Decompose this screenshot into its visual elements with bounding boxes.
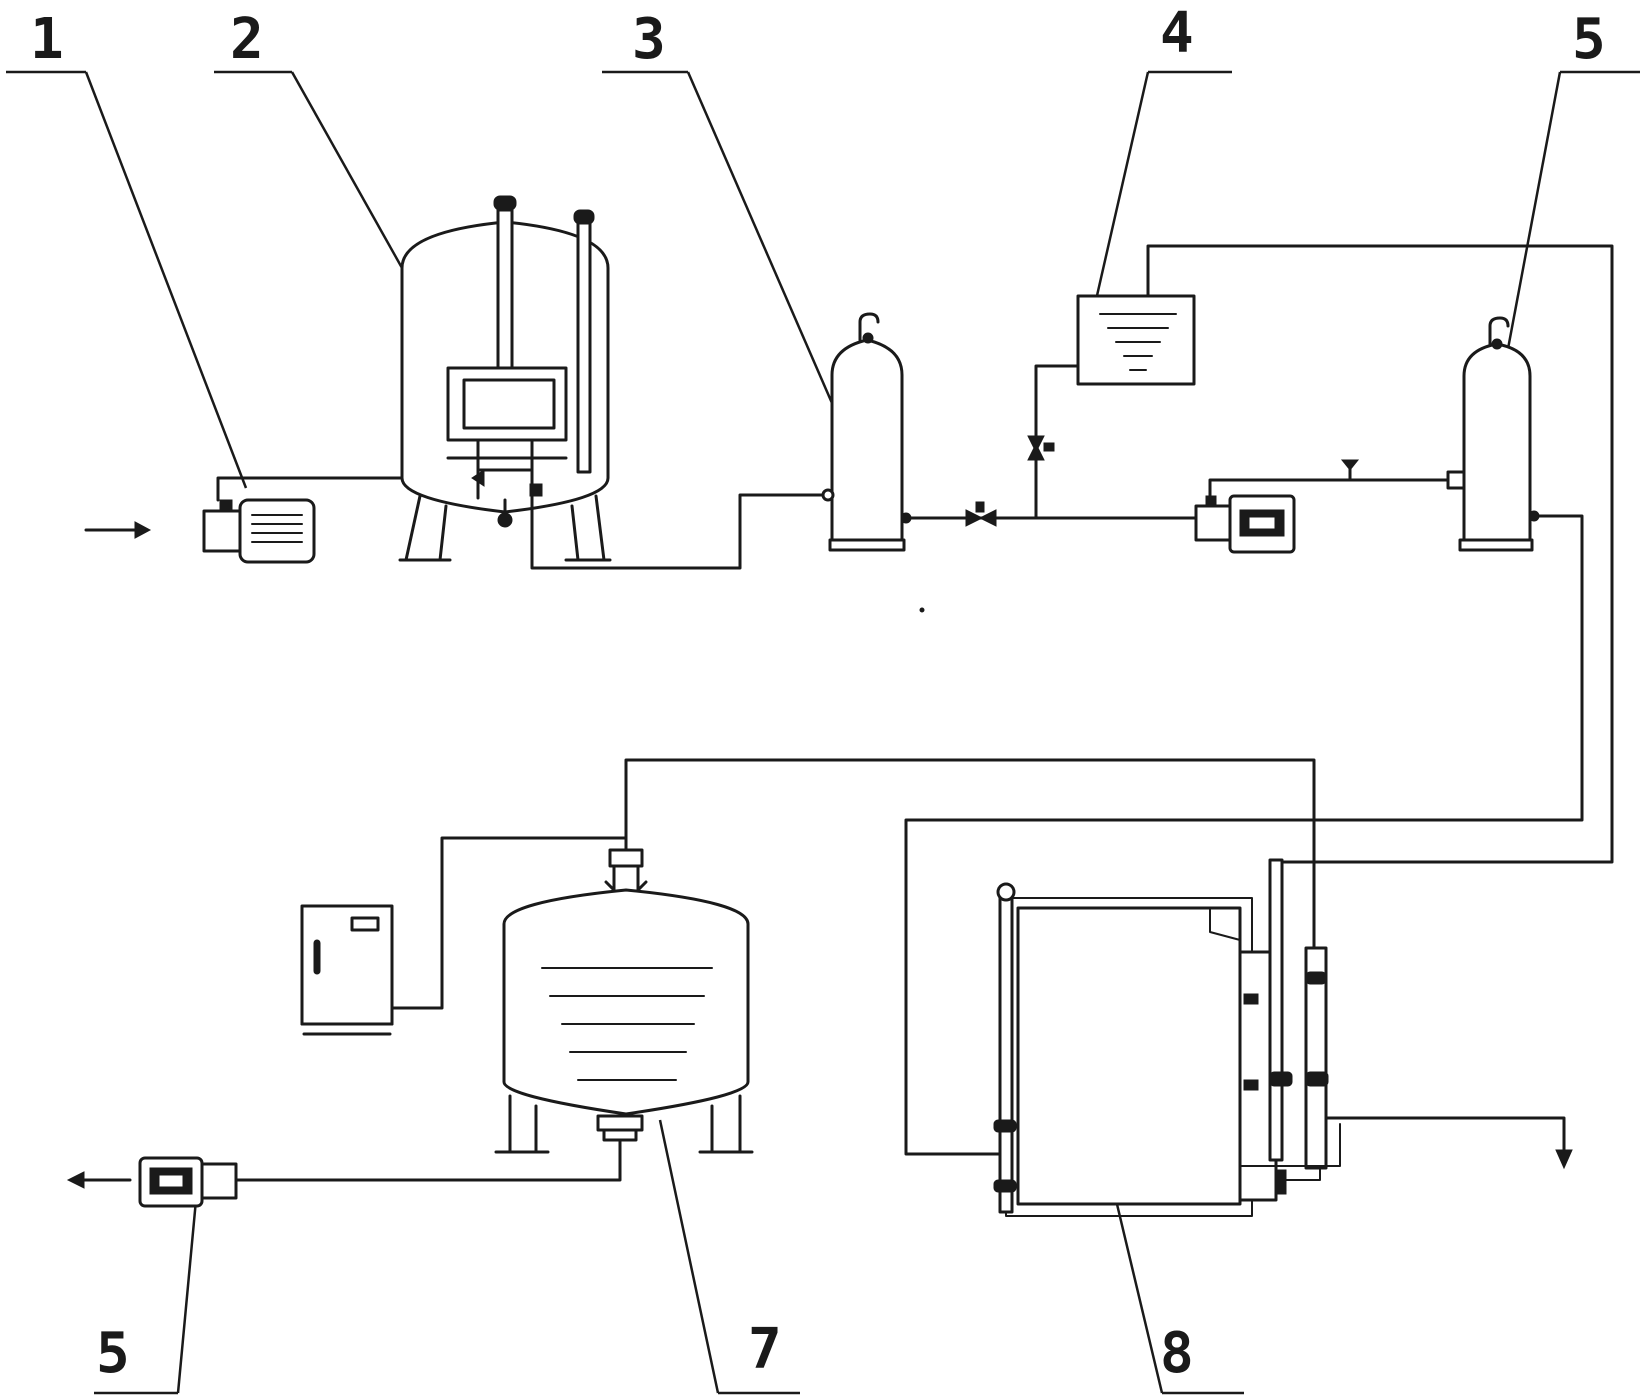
pipe-membrane-to-storage (624, 758, 1316, 950)
valve-2-icon (1027, 435, 1055, 461)
intermediate-tank (1076, 294, 1196, 386)
callout-label-2: 2 (230, 7, 264, 72)
pipe-concentrate-drain (1324, 1116, 1566, 1152)
pipe-filter-to-carbon (530, 493, 830, 570)
stray-dot (919, 607, 925, 613)
callout-5-top: 5 (1496, 7, 1640, 403)
inlet-arrow-icon (84, 521, 152, 539)
callout-label-5-bottom: 5 (96, 1321, 130, 1386)
valve-1-icon (965, 501, 997, 527)
pipe-vessel5-to-membrane (904, 514, 1584, 1156)
callout-label-8: 8 (1160, 1321, 1194, 1386)
pressure-gauge-icon (1340, 459, 1360, 482)
feed-pump (202, 498, 316, 564)
high-pressure-pump (1194, 494, 1296, 554)
pipe-sterilizer-to-storage (390, 836, 628, 1010)
ro-membrane-unit (993, 858, 1341, 1217)
callout-label-4: 4 (1160, 1, 1194, 66)
callout-4: 4 (1094, 1, 1232, 301)
pipe-storage-to-supply-pump (234, 1138, 622, 1182)
callout-3: 3 (602, 7, 837, 411)
outlet-arrow-icon (66, 1171, 132, 1189)
callout-8: 8 (1114, 1199, 1244, 1395)
uv-sterilizer-cabinet (300, 904, 394, 1036)
callout-2: 2 (214, 7, 422, 301)
security-filter-vessel (1446, 316, 1540, 552)
pipe-pump-to-filter (216, 476, 450, 502)
callout-5-bottom: 5 (94, 1199, 198, 1395)
pipe-branch-to-tank4 (1034, 364, 1080, 520)
pipe-tank4-return (1146, 244, 1614, 864)
supply-pump (138, 1156, 238, 1208)
callout-1: 1 (6, 7, 248, 489)
pure-water-storage-tank (494, 848, 754, 1154)
callout-label-7: 7 (748, 1317, 782, 1382)
pipe-pump-to-vessel5 (1208, 478, 1450, 498)
callout-7: 7 (658, 1119, 800, 1395)
callout-label-3: 3 (632, 7, 666, 72)
drain-arrow-icon (1555, 1149, 1573, 1170)
callout-label-5-top: 5 (1572, 7, 1606, 72)
callout-label-1: 1 (30, 7, 64, 72)
filter-tank (398, 195, 612, 562)
carbon-vessel (821, 312, 912, 552)
